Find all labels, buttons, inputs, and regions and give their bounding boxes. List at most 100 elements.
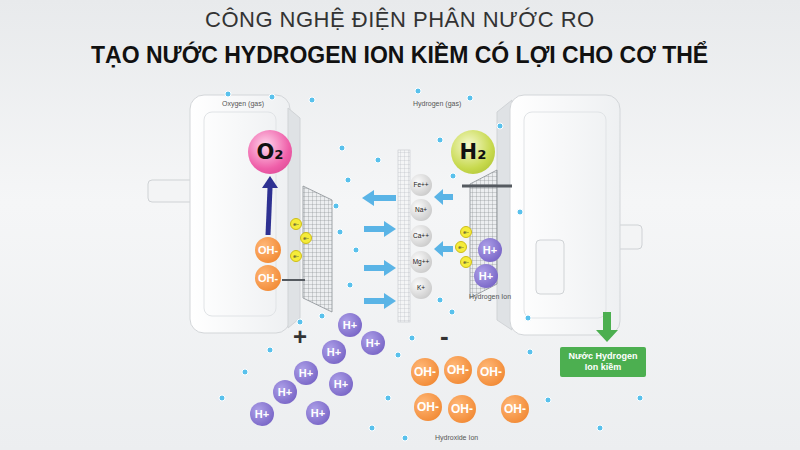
node-text: Mg++ xyxy=(413,259,430,266)
water-dot xyxy=(345,177,351,183)
housing-frame xyxy=(524,112,606,318)
node-text: H+ xyxy=(479,271,493,282)
flow-arrow xyxy=(364,260,396,276)
water-dot xyxy=(517,209,523,215)
water-dot xyxy=(219,395,225,401)
housing-stub xyxy=(148,180,194,202)
node-text: OH- xyxy=(258,273,278,284)
water-dot xyxy=(437,137,443,143)
node-text: H+ xyxy=(327,347,341,358)
water-dot xyxy=(449,309,455,315)
water-dot xyxy=(467,95,473,101)
water-dot xyxy=(450,173,456,179)
hydrogen-ion: H+ xyxy=(322,340,346,364)
hydrogen-ion: H+ xyxy=(273,380,297,404)
flow-arrow xyxy=(362,190,396,206)
ion-label: Hydroxide Ion xyxy=(435,434,478,442)
water-dot xyxy=(375,157,381,163)
hydroxide-ion: OH- xyxy=(411,358,439,386)
node-text: O₂ xyxy=(256,142,283,163)
left-electrode-housing xyxy=(148,95,300,333)
gas-label: Hydrogen (gas) xyxy=(413,100,461,108)
flow-arrow xyxy=(434,241,453,257)
water-dot xyxy=(333,203,339,209)
water-dot xyxy=(267,347,273,353)
water-dot xyxy=(525,315,531,321)
housing-port xyxy=(536,240,564,294)
right-electrode-housing xyxy=(497,95,642,335)
hydrogen-ion: H+ xyxy=(250,402,274,426)
water-dot xyxy=(597,425,603,431)
output-arrow xyxy=(596,312,618,342)
electron: e- xyxy=(300,232,312,244)
mineral-ion: Fe++ xyxy=(410,174,432,196)
node-text: e- xyxy=(463,229,468,235)
water-dot xyxy=(339,145,345,151)
water-dot xyxy=(409,335,415,341)
water-dot xyxy=(637,395,643,401)
node-text: H₂ xyxy=(460,142,487,163)
hydrogen-ion: H+ xyxy=(474,264,498,288)
title-line: CÔNG NGHỆ ĐIỆN PHÂN NƯỚC RO xyxy=(205,8,595,32)
node-text: Nước Hydrogen Ion kiềm xyxy=(566,351,640,373)
output-label-box: Nước Hydrogen Ion kiềm xyxy=(560,347,646,377)
hydrogen-ion: H+ xyxy=(329,372,353,396)
water-dot xyxy=(225,91,231,97)
water-dot xyxy=(415,88,421,94)
node-text: OH- xyxy=(480,366,502,378)
water-dot xyxy=(395,352,401,358)
water-dot xyxy=(385,395,391,401)
mineral-ion: K+ xyxy=(410,277,432,299)
node-text: K+ xyxy=(417,285,425,292)
node-text: e- xyxy=(293,221,298,227)
electron: e- xyxy=(460,256,472,268)
node-text: H+ xyxy=(311,408,325,419)
water-dot xyxy=(347,282,353,288)
hydrogen-ion: H+ xyxy=(361,331,385,355)
hydrogen-ion: H+ xyxy=(478,238,502,262)
water-dot xyxy=(497,123,503,129)
electron: e- xyxy=(290,218,302,230)
housing-body xyxy=(510,95,620,335)
mineral-ion: Mg++ xyxy=(410,251,432,273)
arrow-shaft xyxy=(268,188,270,235)
electron: e- xyxy=(460,226,472,238)
node-text: Ca++ xyxy=(413,233,429,240)
membrane xyxy=(398,150,410,322)
water-dot xyxy=(545,397,551,403)
arrow-head xyxy=(262,176,278,188)
hydroxide-ion: OH- xyxy=(501,395,529,423)
water-molecules xyxy=(219,88,643,441)
node-text: e- xyxy=(303,235,308,241)
node-text: e- xyxy=(293,253,298,259)
node-text: H+ xyxy=(255,409,269,420)
water-dot xyxy=(242,369,248,375)
node-text: Na+ xyxy=(415,207,427,214)
water-dot xyxy=(337,229,343,235)
flow-arrow xyxy=(364,221,396,237)
flow-arrow xyxy=(262,176,278,235)
gas-bubble: H₂ xyxy=(451,130,495,174)
polarity-sign: + xyxy=(293,324,307,350)
node-text: H+ xyxy=(278,387,292,398)
hydrogen-ion: H+ xyxy=(338,313,362,337)
node-text: OH- xyxy=(417,401,439,413)
node-text: H+ xyxy=(343,320,357,331)
water-dot xyxy=(437,297,443,303)
cathode-rod xyxy=(462,185,512,188)
hydrogen-ion: H+ xyxy=(294,361,318,385)
node-text: H+ xyxy=(366,338,380,349)
ion-label: Hydrogen Ion xyxy=(469,293,511,301)
subtitle: TẠO NƯỚC HYDROGEN ION KIỀM CÓ LỢI CHO CƠ… xyxy=(91,43,708,68)
mineral-ion: Ca++ xyxy=(410,225,432,247)
water-dot xyxy=(269,94,275,100)
mineral-ion: Na+ xyxy=(410,199,432,221)
water-dot xyxy=(353,247,359,253)
gas-label: Oxygen (gas) xyxy=(222,100,264,108)
anode-rod xyxy=(282,279,305,281)
ion-flow-arrows xyxy=(362,189,453,309)
hydroxide-ion: OH- xyxy=(255,265,281,291)
node-text: OH- xyxy=(447,364,469,376)
node-text: OH- xyxy=(258,245,278,256)
